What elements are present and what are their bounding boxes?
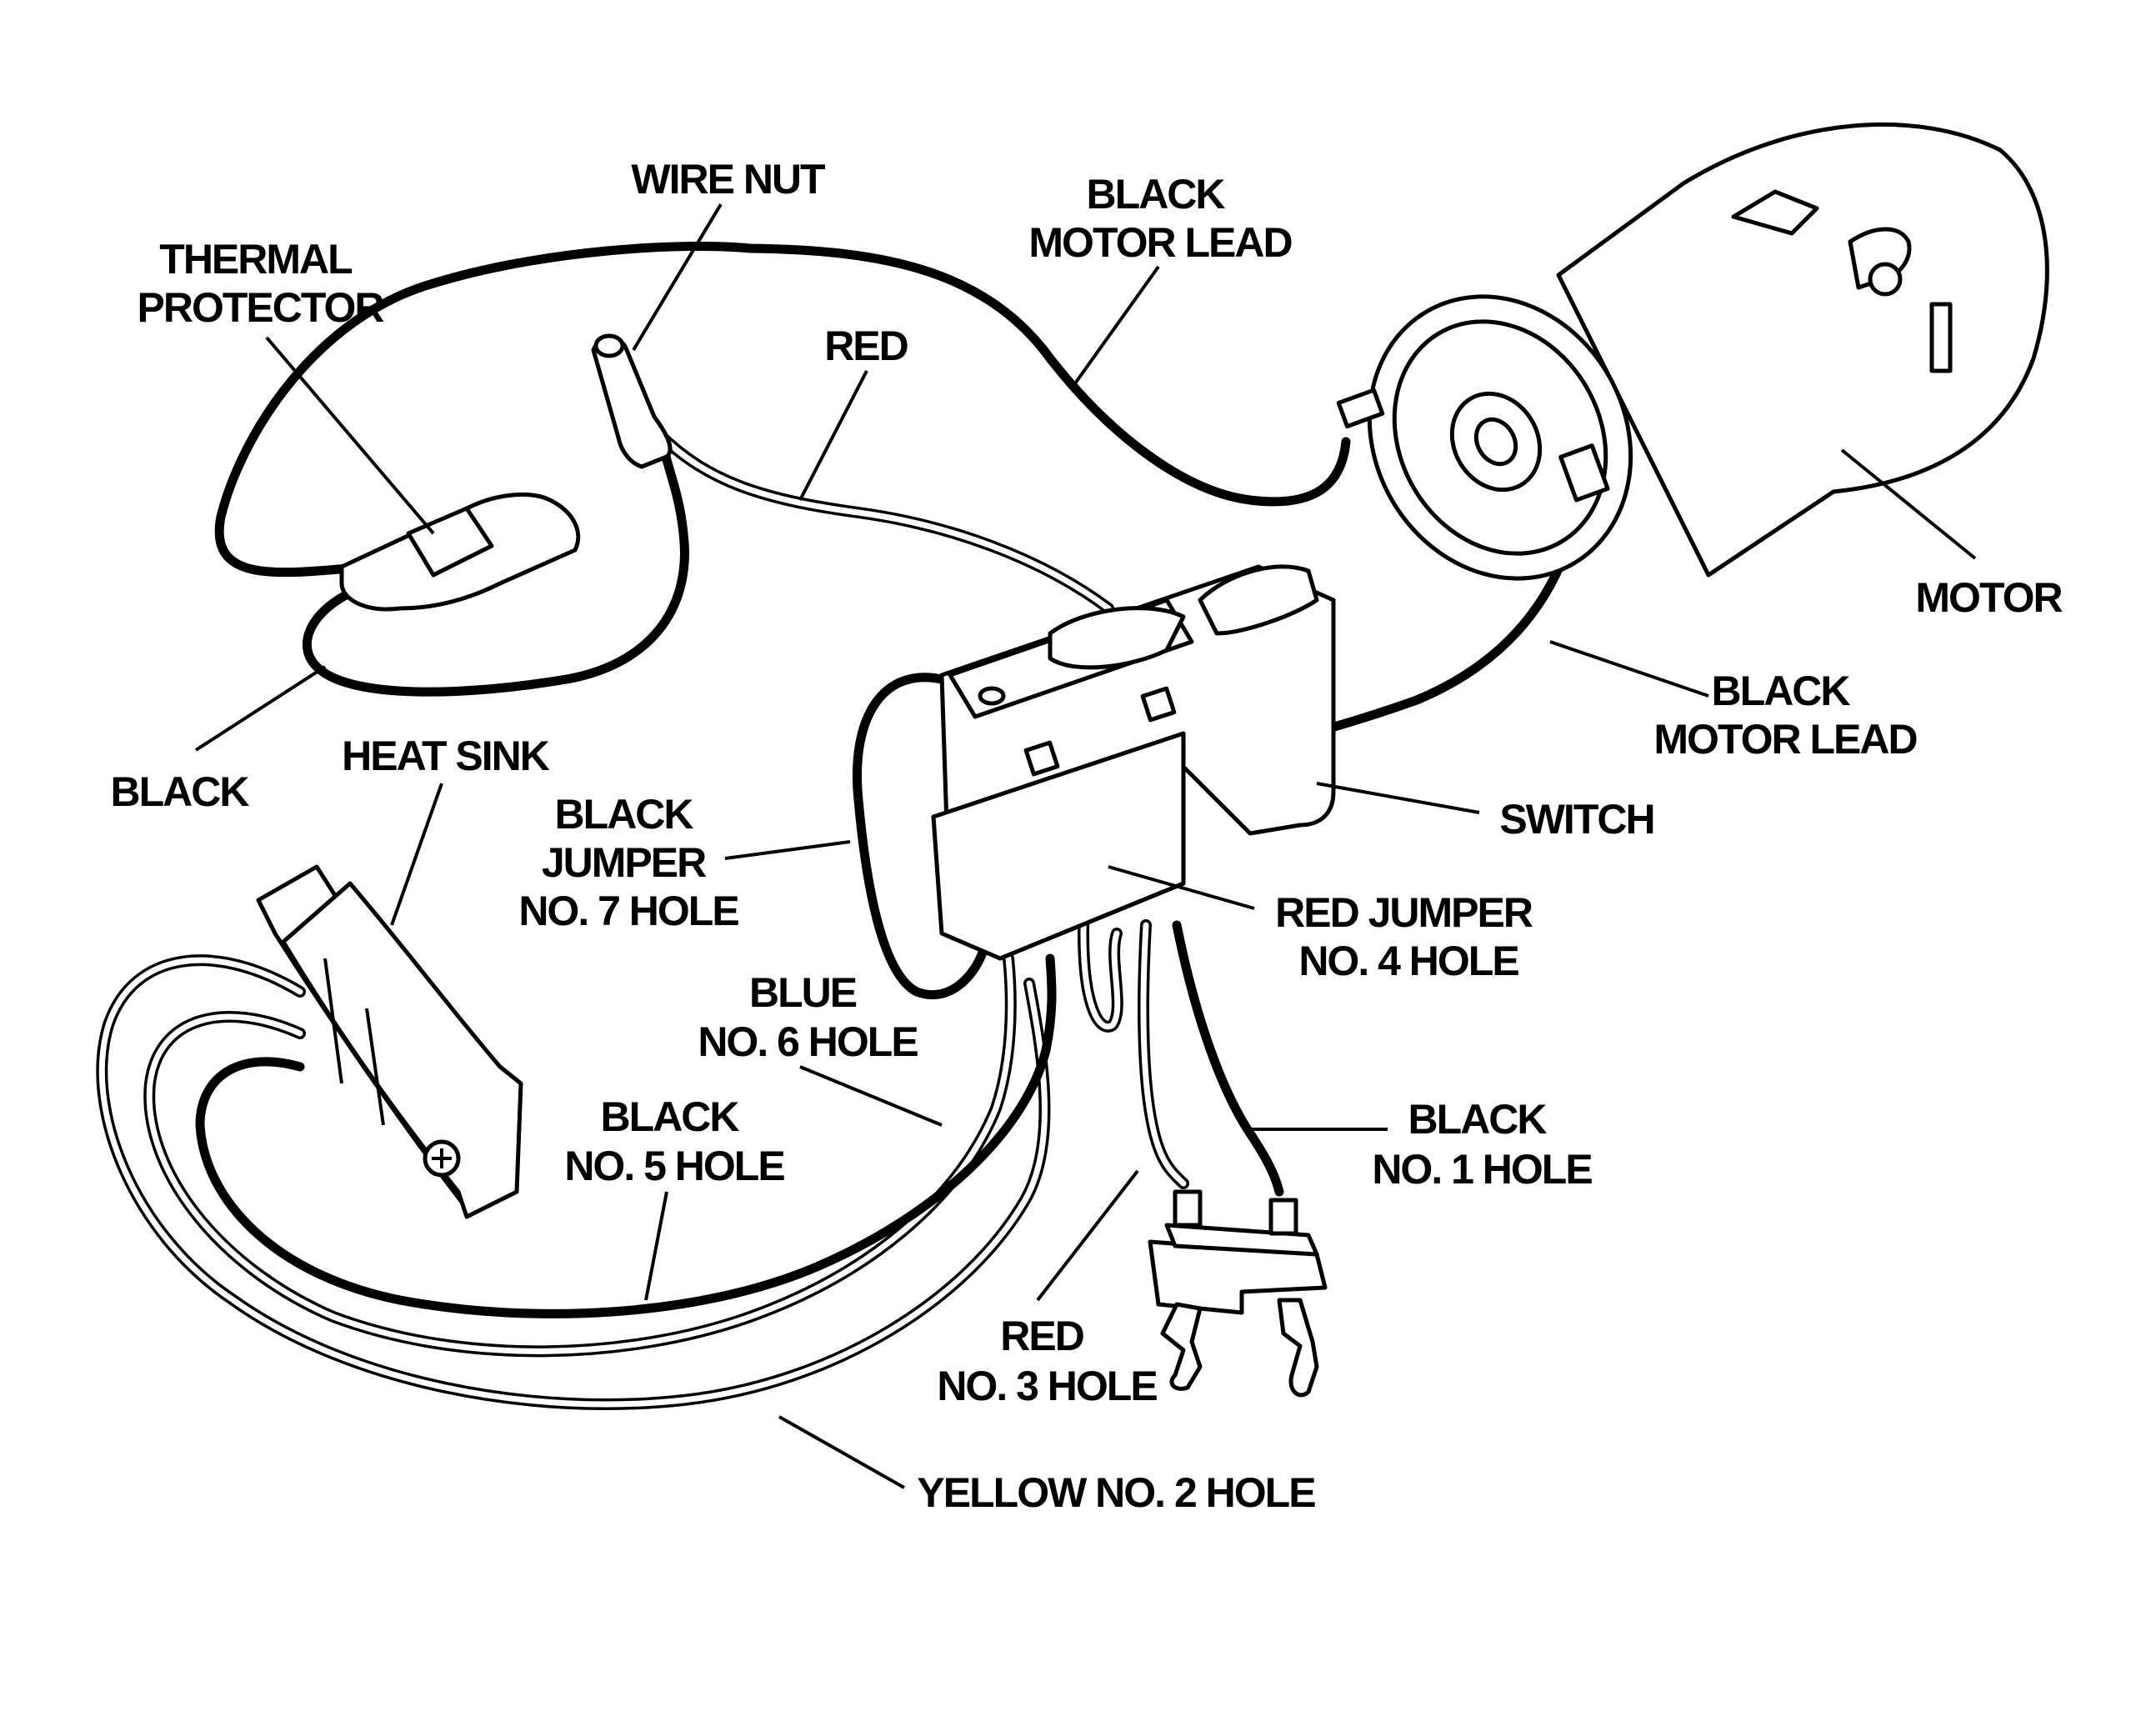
terminal-block (1148, 1189, 1328, 1398)
leader-black-no5 (644, 1191, 668, 1301)
leader-switch (1316, 782, 1480, 814)
wire-nut (591, 333, 673, 469)
label-black-no1: BLACK NO. 1 HOLE (1372, 1096, 1592, 1193)
black-jumper-wire (853, 673, 988, 1000)
leader-blue (799, 1065, 943, 1127)
thermal-protector (339, 493, 581, 612)
label-black-motor-lead-right: BLACK MOTOR LEAD (1653, 668, 1917, 763)
red-no3-wire (1138, 919, 1189, 1189)
leader-thermal-protector (265, 336, 435, 535)
leader-wire-nut (632, 203, 723, 352)
leader-red (798, 370, 868, 501)
leader-heat-sink (390, 783, 443, 926)
label-red-no3: RED NO. 3 HOLE (937, 1313, 1157, 1409)
leader-black-jumper (724, 840, 851, 860)
label-yellow-no2: YELLOW NO. 2 HOLE (917, 1469, 1315, 1516)
motor (1336, 123, 2049, 581)
leader-motor (1840, 448, 1977, 560)
label-black-jumper: BLACK JUMPER NO. 7 HOLE (518, 791, 738, 934)
label-switch: SWITCH (1499, 796, 1653, 843)
label-wire-nut: WIRE NUT (631, 156, 825, 203)
leader-yellow-no2 (778, 1415, 905, 1489)
label-motor: MOTOR (1915, 574, 2063, 621)
heat-sink (256, 864, 523, 1219)
label-black: BLACK (111, 768, 250, 815)
black-motor-lead-wire-top (214, 241, 1351, 578)
label-black-no5: BLACK NO. 5 HOLE (564, 1093, 784, 1189)
label-black-motor-lead-top: BLACK MOTOR LEAD (1028, 171, 1292, 266)
label-thermal-protector: THERMAL PROTECTOR (138, 236, 385, 331)
label-red-jumper: RED JUMPER NO. 4 HOLE (1275, 889, 1542, 984)
leader-red-jumper (1108, 865, 1255, 910)
leader-black-motor-lead-right (1549, 640, 1709, 698)
black-no1-wire (1172, 920, 1284, 1197)
motor-screw-icon (1868, 262, 1903, 297)
label-red: RED (824, 323, 908, 369)
black-no5-wire (195, 953, 1057, 1318)
leader-red-no3 (1036, 1169, 1139, 1302)
label-heat-sink: HEAT SINK (342, 733, 550, 779)
black-wire-thermal (303, 437, 689, 697)
red-wire (653, 428, 1114, 614)
label-blue: BLUE NO. 6 HOLE (698, 969, 918, 1065)
switch (931, 564, 1336, 961)
leader-black-motor-lead-top (1073, 265, 1160, 385)
leader-black (194, 665, 327, 752)
